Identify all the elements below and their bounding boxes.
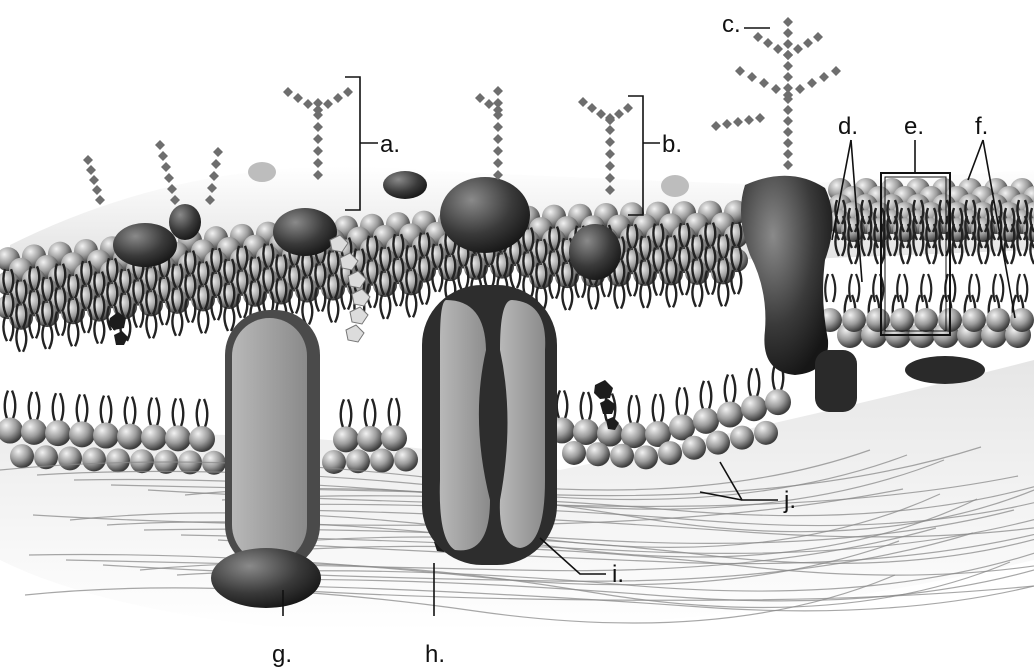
- label-e: e.: [904, 113, 924, 140]
- label-h: h.: [425, 641, 445, 668]
- label-j: j.: [783, 487, 796, 514]
- label-f: f.: [975, 113, 988, 140]
- label-c: c.: [722, 11, 741, 38]
- transmembrane-protein-g: [211, 310, 321, 608]
- label-i: i.: [612, 561, 624, 588]
- label-d: d.: [838, 113, 858, 140]
- label-a: a.: [380, 131, 400, 158]
- channel-protein-i: [422, 285, 557, 565]
- label-b: b.: [662, 131, 682, 158]
- label-g: g.: [272, 641, 292, 668]
